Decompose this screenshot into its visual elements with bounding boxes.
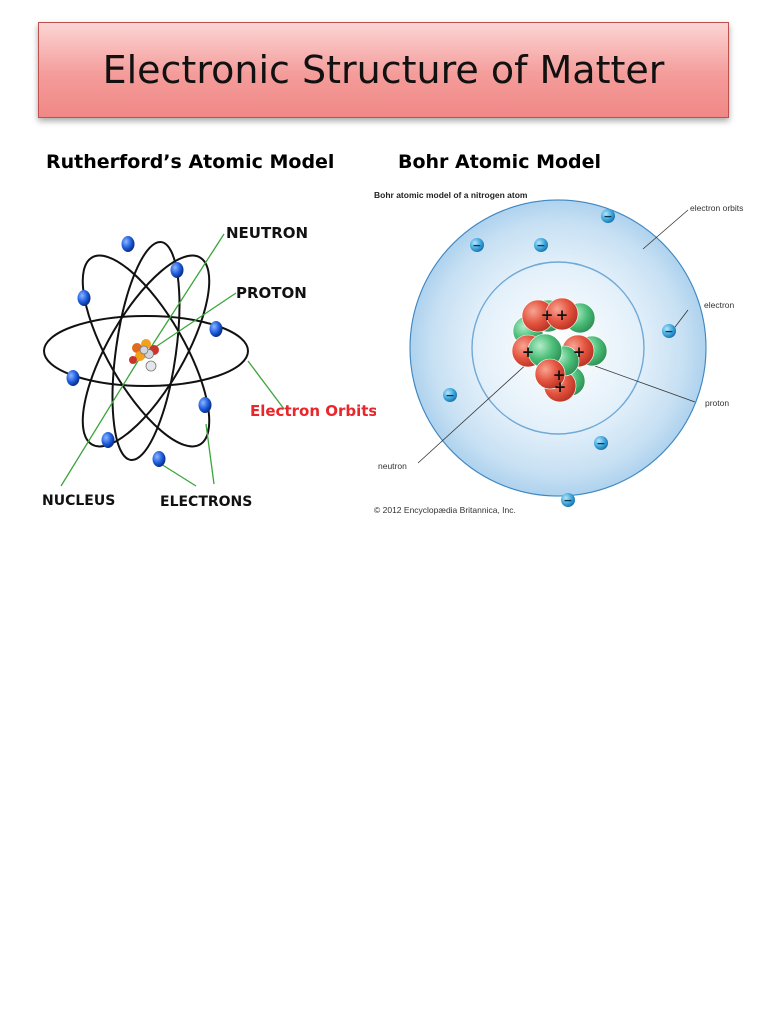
copyright-text: © 2012 Encyclopædia Britannica, Inc. [374,505,516,515]
bohr-diagram: Bohr atomic model of a nitrogen atom + +… [374,190,743,515]
electron-signs: − − − − − − − [445,210,673,507]
neutron-label: NEUTRON [226,224,308,242]
electron [443,388,457,402]
electron-sign: − [445,389,454,402]
electron-sign: − [603,210,612,223]
proton-signs: + + + + + + [522,306,586,396]
proton-sign: + [554,378,567,396]
proton-label: proton [705,398,729,408]
bohr-heading: Bohr Atomic Model [398,151,602,173]
proton-sign: + [541,306,554,324]
electron [594,436,608,450]
proton-label: PROTON [236,284,307,302]
rutherford-nucleus [129,339,159,372]
rutherford-electrons [66,236,223,467]
proton-sign: + [573,343,586,361]
electron [198,397,212,413]
electron-sign: − [536,239,545,252]
electron [601,209,615,223]
electron [77,290,91,306]
slide-title-box: Electronic Structure of Matter [38,22,729,118]
electron [170,262,184,278]
electron [152,451,166,467]
electron [101,432,115,448]
electron-label: electron [704,300,735,310]
electron [209,321,223,337]
proton-sign: + [522,343,535,361]
electron-orbits-label: Electron Orbits [250,402,376,420]
electron-sign: − [563,494,572,507]
nucleus-label: NUCLEUS [42,493,115,509]
electrons-label: ELECTRONS [160,494,252,510]
inner-orbit [471,261,645,435]
electron [470,238,484,252]
outer-orbit-line [409,199,707,497]
electron-orbits-label: electron orbits [690,203,743,213]
electron [662,324,676,338]
electron [121,236,135,252]
electron-sign: − [664,325,673,338]
rutherford-diagram: NEUTRON PROTON Electron Orbits NUCLEUS E… [42,224,376,510]
electron [561,493,575,507]
proton-sign: + [556,306,569,324]
bohr-electrons [443,209,676,507]
electron-sign: − [472,239,481,252]
proton-sign: + [553,366,566,384]
bohr-nucleus [511,297,608,403]
electron [534,238,548,252]
electron-sign: − [596,437,605,450]
neutron-label: neutron [378,461,407,471]
slide-title: Electronic Structure of Matter [102,48,665,92]
rutherford-leader-lines [60,233,285,487]
rutherford-heading: Rutherford’s Atomic Model [46,151,335,173]
electron [66,370,80,386]
bohr-diagram-title: Bohr atomic model of a nitrogen atom [374,190,528,200]
